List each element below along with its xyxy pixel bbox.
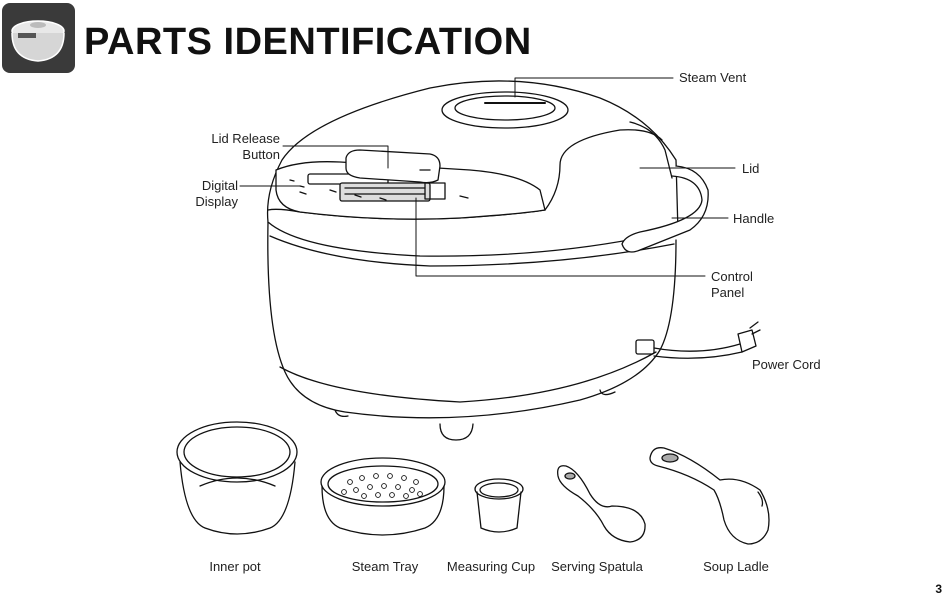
label-soup-ladle: Soup Ladle	[703, 559, 769, 574]
label-digital-display: Digital Display	[180, 178, 238, 210]
label-handle: Handle	[733, 211, 774, 227]
label-lid: Lid	[742, 161, 759, 177]
label-power-cord: Power Cord	[752, 357, 821, 373]
serving-spatula-drawing	[558, 466, 645, 542]
steam-tray-drawing	[321, 458, 445, 535]
label-digital-line2: Display	[180, 194, 238, 210]
label-lid-release-button: Lid Release Button	[196, 131, 280, 163]
label-steam-tray: Steam Tray	[352, 559, 418, 574]
label-control-line2: Panel	[711, 285, 753, 301]
label-lid-release-line1: Lid Release	[196, 131, 280, 147]
label-steam-vent: Steam Vent	[679, 70, 746, 86]
label-lid-release-line2: Button	[196, 147, 280, 163]
label-control-line1: Control	[711, 269, 753, 285]
measuring-cup-drawing	[475, 479, 523, 532]
cooker-body	[268, 222, 676, 440]
label-serving-spatula: Serving Spatula	[551, 559, 643, 574]
label-inner-pot: Inner pot	[209, 559, 260, 574]
soup-ladle-drawing	[650, 448, 769, 544]
label-measuring-cup: Measuring Cup	[447, 559, 535, 574]
label-digital-line1: Digital	[180, 178, 238, 194]
page-number: 3	[935, 582, 942, 596]
lid-release-button	[346, 150, 440, 183]
inner-pot-drawing	[177, 422, 297, 534]
label-control-panel: Control Panel	[711, 269, 753, 301]
